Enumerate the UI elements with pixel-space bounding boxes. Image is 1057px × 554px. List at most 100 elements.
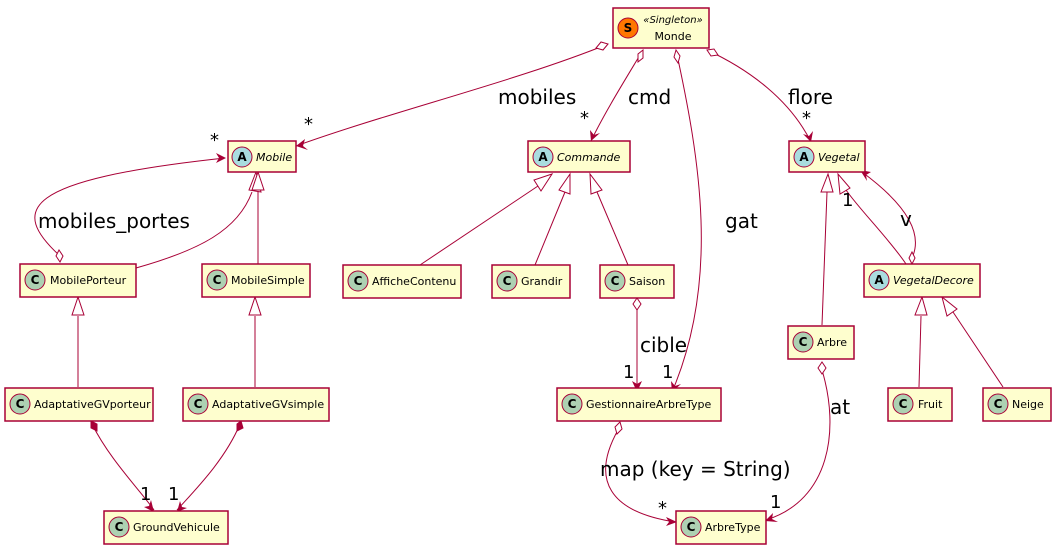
edge-inherit-saison-commande	[596, 191, 629, 266]
class-name: Mobile	[256, 151, 292, 164]
arrowhead-ground-1	[144, 500, 154, 512]
mult-agvp-ground: 1	[140, 484, 151, 505]
class-name: Grandir	[521, 275, 563, 288]
class-adaptativegvporteur[interactable]: C AdaptativeGVporteur	[4, 387, 154, 422]
label-at: at	[830, 395, 850, 419]
class-name: Commande	[557, 151, 621, 164]
label-flore: flore	[788, 85, 833, 109]
badge-letter: A	[237, 150, 247, 164]
class-vegetal[interactable]: A Vegetal	[788, 140, 866, 173]
inherit-triangle-mobilesimple	[248, 295, 262, 316]
class-badge-icon	[9, 393, 31, 415]
label-mobiles: mobiles	[498, 85, 576, 109]
mult-mobiles-end: *	[304, 114, 313, 135]
edge-inherit-affiche-commande	[419, 185, 539, 266]
class-commande[interactable]: A Commande	[527, 140, 631, 173]
class-name: AfficheContenu	[372, 275, 456, 288]
label-cible: cible	[640, 333, 687, 357]
aggregation-diamond-monde-gestionnaire	[673, 48, 681, 65]
label-map: map (key = String)	[600, 457, 791, 481]
mult-mobiles-portes-end: *	[210, 130, 219, 151]
class-badge-icon	[108, 516, 130, 538]
class-fruit[interactable]: C Fruit	[887, 387, 953, 422]
mult-cmd-end: *	[580, 108, 589, 129]
mult-map-end: *	[658, 498, 667, 519]
class-badge-icon	[604, 270, 626, 292]
edge-inherit-grandir-commande	[534, 191, 566, 266]
edge-inherit-mobileporteur-mobile	[135, 191, 253, 269]
mult-at-end: 1	[770, 492, 781, 513]
class-name: MobilePorteur	[50, 274, 127, 287]
badge-letter: S	[624, 21, 633, 35]
class-badge-icon	[347, 270, 369, 292]
aggregation-diamond-mobileporteur	[55, 249, 64, 263]
mult-flore-end: *	[802, 108, 811, 129]
edge-monde-commande	[590, 49, 644, 142]
edge-labels: mobiles * * mobiles_portes cmd * flore *…	[38, 85, 912, 519]
class-badge-icon	[187, 393, 209, 415]
badge-letter: C	[115, 520, 124, 534]
class-mobilesimple[interactable]: C MobileSimple	[201, 263, 311, 298]
inherit-triangle-commande-1	[533, 173, 554, 192]
label-v: v	[900, 207, 912, 231]
class-badge-icon	[206, 269, 228, 291]
badge-letter: C	[994, 397, 1003, 411]
class-name: Fruit	[918, 398, 943, 411]
class-grandir[interactable]: C Grandir	[491, 264, 571, 299]
class-arbre[interactable]: C Arbre	[787, 325, 855, 360]
class-gestionnairearbretype[interactable]: C GestionnaireArbreType	[556, 387, 722, 422]
class-mobileporteur[interactable]: C MobilePorteur	[19, 263, 137, 298]
label-cmd: cmd	[628, 85, 671, 109]
abstract-badge-icon	[793, 146, 815, 168]
inherit-triangle-vegetal-1	[820, 172, 834, 193]
badge-letter: A	[874, 273, 884, 287]
edge-inherit-neige-vegetaldecore	[952, 311, 1004, 388]
arrowhead-mobile-portes	[216, 153, 226, 163]
edge-inherit-fruit-vegetaldecore	[918, 315, 922, 388]
class-name: Vegetal	[818, 151, 860, 164]
inherit-triangle-mobileporteur	[71, 295, 85, 316]
inherit-triangle-commande-2	[558, 172, 571, 195]
arrowhead-at	[765, 513, 778, 522]
label-gat: gat	[725, 209, 758, 233]
class-groundvehicule[interactable]: C GroundVehicule	[103, 510, 229, 545]
mult-v-end: 1	[842, 190, 853, 211]
edge-gestionnaire-arbretype	[605, 429, 676, 523]
class-name: VegetalDecore	[893, 274, 974, 287]
badge-letter: A	[538, 150, 548, 164]
edge-monde-mobile	[295, 43, 609, 147]
mult-agvs-ground: 1	[168, 484, 179, 505]
badge-letter: C	[611, 274, 620, 288]
class-saison[interactable]: C Saison	[599, 264, 675, 299]
edge-agvp-ground	[91, 423, 155, 511]
class-neige[interactable]: C Neige	[982, 387, 1052, 422]
class-affichecontenu[interactable]: C AfficheContenu	[342, 264, 462, 299]
class-name: AdaptativeGVporteur	[34, 398, 151, 411]
composition-diamond-agvs	[236, 420, 244, 432]
class-vegetaldecore[interactable]: A VegetalDecore	[863, 263, 981, 298]
class-adaptativegvsimple[interactable]: C AdaptativeGVsimple	[182, 387, 330, 422]
mult-cible-end: 1	[623, 362, 634, 383]
class-name: Monde	[655, 30, 692, 43]
abstract-badge-icon	[532, 146, 554, 168]
class-stereotype: «Singleton»	[643, 15, 702, 26]
arrowhead-ground-2	[177, 501, 187, 512]
aggregation-diamond-monde-vegetal	[706, 48, 719, 57]
aggregation-diamond-gestionnaire	[614, 421, 623, 435]
aggregation-diamond-saison	[632, 297, 642, 311]
class-badge-icon	[561, 393, 583, 415]
class-name: Neige	[1012, 398, 1044, 411]
edge-monde-gestionnaire	[671, 49, 702, 393]
class-monde[interactable]: S «Singleton» Monde	[612, 7, 710, 49]
arrowhead-commande	[590, 130, 600, 141]
arrowhead-mobile	[296, 139, 308, 150]
class-mobile[interactable]: A Mobile	[227, 140, 297, 173]
edge-monde-vegetal	[706, 49, 812, 143]
badge-letter: C	[503, 274, 512, 288]
badge-letter: A	[799, 150, 809, 164]
badge-letter: C	[687, 520, 696, 534]
class-arbretype[interactable]: C ArbreType	[675, 510, 767, 545]
badge-letter: C	[213, 273, 222, 287]
mult-gat-end: 1	[662, 362, 673, 383]
badge-letter: C	[899, 397, 908, 411]
